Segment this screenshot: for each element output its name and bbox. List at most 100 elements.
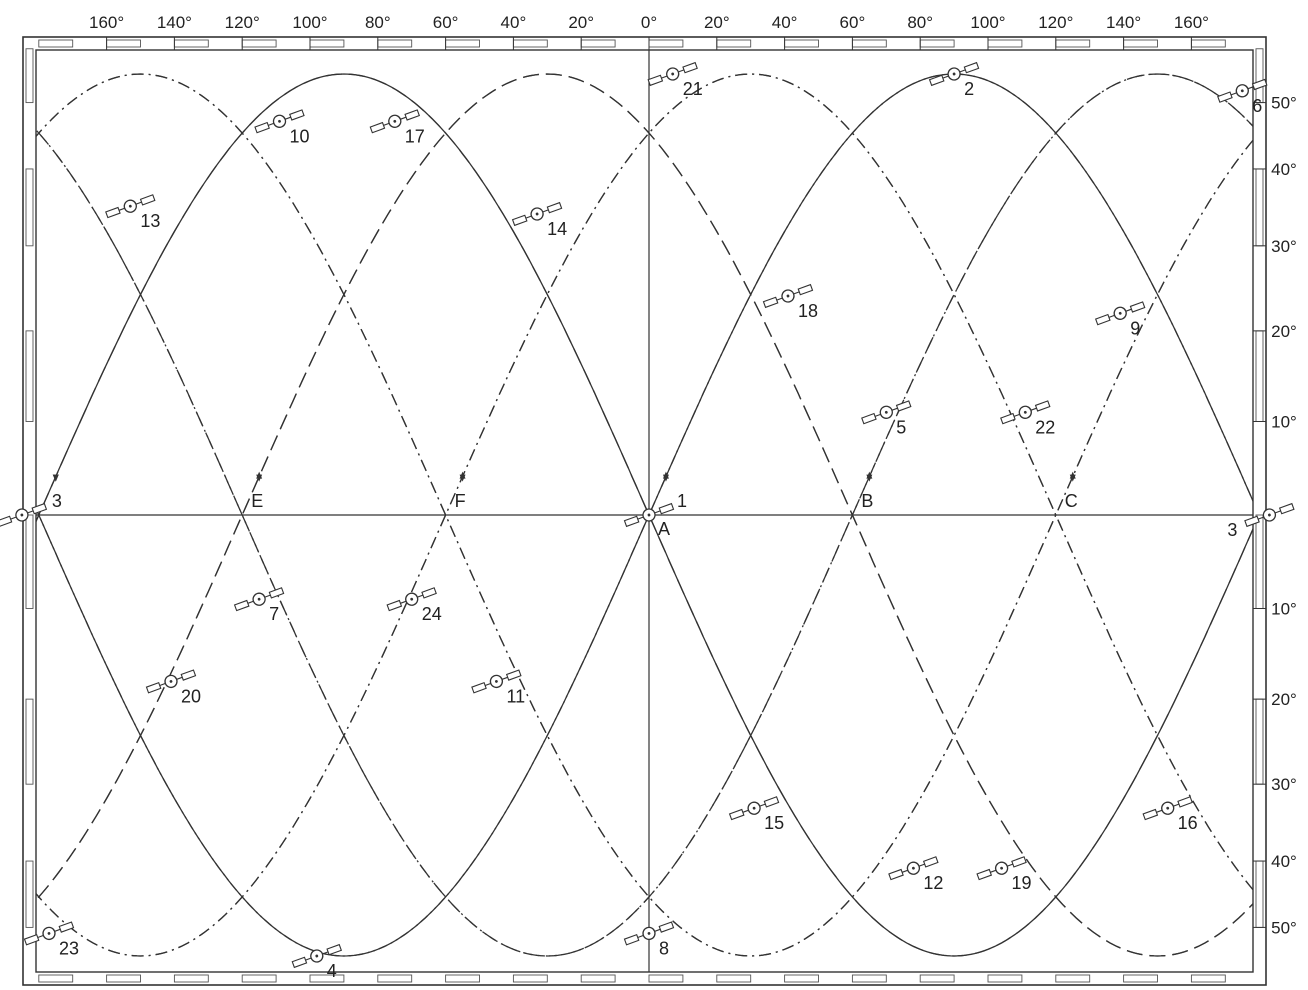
frame-strip-bottom [241, 974, 277, 983]
solar-panel [268, 587, 285, 599]
frame-strip-bottom [309, 974, 345, 983]
satellite-label: 5 [896, 417, 906, 437]
solar-panel [658, 502, 675, 515]
frame-strip-top [580, 39, 616, 48]
satellite-label: 12 [923, 873, 943, 893]
satellite-icon [23, 921, 75, 946]
satellite-icon [976, 856, 1027, 881]
satellite-label: 10 [289, 126, 309, 146]
lon-tick-label: 40° [772, 13, 798, 32]
ground-track [36, 73, 1253, 957]
frame-strip-top [1123, 39, 1158, 48]
satellite-icon [105, 194, 156, 219]
lon-tick-label: 100° [292, 13, 327, 32]
solar-panel [1142, 808, 1159, 821]
solar-panel [145, 681, 162, 694]
satellite-icon [511, 201, 563, 227]
solar-panel [647, 74, 664, 87]
satellite-center [257, 597, 261, 601]
frame-strip-right [1255, 330, 1264, 422]
solar-panel [1094, 313, 1111, 326]
solar-panel [369, 121, 386, 134]
solar-panel [421, 587, 437, 599]
satellite-label: 16 [1178, 813, 1198, 833]
satellite-icon [1244, 502, 1295, 528]
frame-strip-right [1255, 514, 1264, 609]
solar-panel [291, 956, 308, 969]
ground-tracks [36, 73, 1253, 957]
node-label: C [1065, 491, 1078, 511]
frame-strip-top [784, 39, 819, 48]
solar-panel [546, 201, 563, 214]
solar-panel [1251, 78, 1268, 91]
satellite-center [1268, 513, 1271, 517]
solar-panel [895, 400, 912, 412]
lon-tick-label: 60° [433, 13, 459, 32]
track-direction-arrow [459, 474, 466, 482]
lat-tick-label: 20° [1271, 690, 1297, 709]
latitude-scale: 50°40°30°20°10°10°20°30°40°50° [1253, 94, 1297, 937]
solar-panel [254, 121, 270, 134]
solar-panel [763, 796, 780, 808]
node-label: B [861, 491, 873, 511]
satellite-icon [623, 502, 675, 528]
satellite-label: 14 [547, 219, 567, 239]
satellite-center [20, 513, 24, 517]
satellite-label: 3 [1227, 520, 1237, 540]
satellite-icon [471, 669, 522, 694]
satellite-center [1000, 866, 1003, 870]
solar-panel [1000, 412, 1016, 425]
frame-strip-left [25, 168, 34, 247]
frame-strip-top [512, 39, 548, 48]
solar-panel [888, 868, 904, 881]
satellite-icon [369, 109, 421, 134]
lon-tick-label: 160° [89, 13, 124, 32]
satellite-center [786, 294, 790, 298]
lon-tick-label: 20° [568, 13, 594, 32]
lat-tick-label: 30° [1271, 237, 1297, 256]
frame-strip-top [173, 39, 209, 48]
lon-tick-label: 20° [704, 13, 730, 32]
satellite-icon [145, 669, 197, 694]
satellite-label: 11 [506, 686, 525, 706]
solar-panel [682, 61, 698, 74]
solar-panel [386, 599, 403, 612]
solar-panel [233, 599, 250, 612]
frame-strip-right [1255, 698, 1264, 785]
frame-strip-top [987, 39, 1023, 48]
frame-strip-top [716, 39, 752, 48]
solar-panel [471, 681, 487, 694]
solar-panel [963, 61, 980, 74]
satellite-center [752, 806, 756, 810]
satellite-center [47, 932, 51, 935]
satellite-label: 23 [59, 938, 79, 958]
solar-panel [1278, 502, 1295, 515]
lon-tick-label: 120° [1038, 13, 1073, 32]
lon-tick-label: 60° [840, 13, 866, 32]
track-direction-arrow [52, 474, 59, 482]
satellite-icon [0, 502, 48, 528]
satellite-icon [888, 856, 939, 881]
frame-strip-bottom [716, 974, 752, 983]
lat-tick-label: 40° [1271, 160, 1297, 179]
solar-panel [326, 943, 343, 956]
satellite-center [671, 72, 675, 76]
satellite-center [647, 513, 651, 517]
satellite-icon [1000, 400, 1051, 425]
satellite-center [1118, 311, 1122, 315]
frame-strip-bottom [38, 974, 74, 983]
satellite-center [393, 119, 397, 123]
satellite-icon [291, 943, 343, 969]
solar-panel [762, 296, 779, 309]
solar-panel [31, 502, 48, 515]
lat-tick-label: 10° [1271, 413, 1297, 432]
node-label: F [455, 491, 466, 511]
satellite-center [1023, 410, 1027, 414]
frame-strip-right [1255, 168, 1264, 247]
satellite-label: 15 [764, 813, 784, 833]
solar-panel [0, 515, 13, 528]
satellite-icon [728, 796, 780, 821]
frame-strip-left [25, 698, 34, 785]
lat-tick-label: 20° [1271, 322, 1297, 341]
satellite-icon [1142, 796, 1193, 821]
